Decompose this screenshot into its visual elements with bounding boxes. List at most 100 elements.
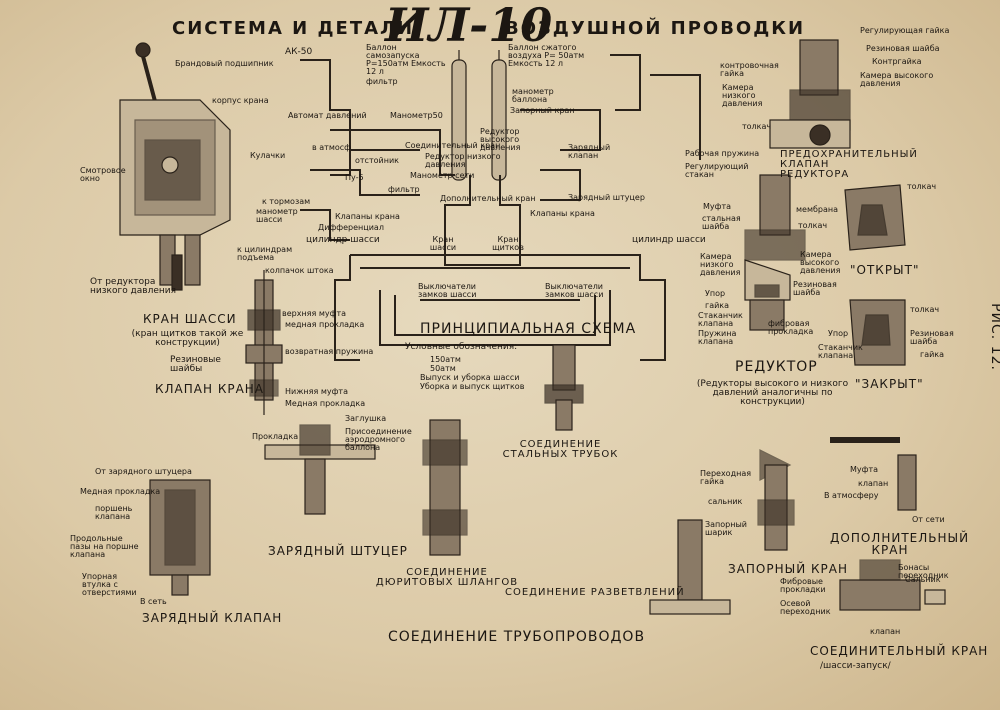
reducer-label: Рабочая пружина <box>685 149 760 158</box>
closed-title: "ЗАКРЫТ" <box>855 377 924 391</box>
safety-valve-label: Регулирующая гайка <box>860 26 950 35</box>
reducer-drawing <box>744 174 806 331</box>
charge-valve-label: Медная прокладка <box>80 487 161 496</box>
charge-valve-label: Продольные пазы на поршне клапана <box>70 534 139 559</box>
label-shutoff-valve: Запорный кран <box>510 106 575 115</box>
label-extra-valve: Дополнительный кран <box>440 194 536 203</box>
safety-valve-label: Камера низкого давления <box>722 83 763 108</box>
shutoff-label: Запорный шарик <box>705 520 747 537</box>
label-reducer-high: Редуктор высокого давления <box>480 127 521 152</box>
charge-fitting-label: Присоединение аэродромного баллона <box>345 427 412 452</box>
connect-crane-title: СОЕДИНИТЕЛЬНЫЙ КРАН <box>810 644 989 658</box>
chassis-crane-title: КРАН ШАССИ <box>143 312 237 326</box>
label-charge-valve: Зарядный клапан <box>568 143 611 160</box>
label-charge-fitting: Зарядный штуцер <box>568 193 645 202</box>
reducer-label: Регулирующий стакан <box>685 162 749 179</box>
connect-crane-label: Осевой переходник <box>780 599 831 616</box>
extra-crane-label: Муфта <box>850 465 879 474</box>
reducer-label: Пружина клапана <box>698 329 737 346</box>
legend-item: Выпуск и уборка шасси <box>420 373 520 382</box>
label-crane-flaps: Кран щитков <box>492 235 524 252</box>
title-hand: ИЛ-10 <box>385 0 553 52</box>
reducer-title: РЕДУКТОР <box>735 359 818 375</box>
safety-valve-label: Резиновая шайба <box>866 44 940 53</box>
label-cyl-chassis-right: цилиндр шасси <box>632 235 706 245</box>
label-filter2: фильтр <box>388 185 420 194</box>
valve-crane-label: Нижняя муфта <box>285 387 348 396</box>
branch-drawing <box>649 519 731 615</box>
valve-crane-label: возвратная пружина <box>285 347 374 356</box>
label-gun: Пу-5 <box>345 173 364 182</box>
charge-fitting-title: ЗАРЯДНЫЙ ШТУЦЕР <box>268 544 408 558</box>
connect-crane-subtitle: /шасси-запуск/ <box>820 661 891 671</box>
reducer-label: фибровая прокладка <box>768 319 814 336</box>
durite-title: СОЕДИНЕНИЕ ДЮРИТОВЫХ ШЛАНГОВ <box>375 567 519 588</box>
durite-drawing <box>422 419 468 556</box>
connect-crane-label: клапан <box>870 627 901 636</box>
label-manometer50: Манометр50 <box>390 111 443 120</box>
label-bottle-start: Баллон самозапуска Р=150атм Емкость 12 л <box>366 43 446 76</box>
reducer-label: Упор <box>705 289 726 298</box>
valve-crane-label: верхняя муфта <box>282 309 347 318</box>
open-label: толкач <box>907 182 937 191</box>
charge-fitting-label: Заглушка <box>345 414 387 423</box>
chassis-crane-label: корпус крана <box>212 96 269 105</box>
charge-valve-label: В сеть <box>140 597 167 606</box>
label-auto-pressure: Автомат давлений <box>288 111 367 120</box>
label-lock-left: Выключатели замков шасси <box>418 282 477 299</box>
label-crane-chassis: Кран шасси <box>429 235 457 252</box>
shutoff-label: Переходная гайка <box>700 469 752 486</box>
reducer-label: мембрана <box>796 205 839 214</box>
extra-crane-title: ДОПОЛНИТЕЛЬНЫЙ КРАН <box>830 531 970 557</box>
reducer-label: Резиновая шайба <box>793 280 837 297</box>
charge-valve-title: ЗАРЯДНЫЙ КЛАПАН <box>142 611 283 625</box>
chassis-crane-label: к цилиндрам подъема <box>237 245 293 262</box>
chassis-crane-label: Кулачки <box>250 151 286 160</box>
branch-title: СОЕДИНЕНИЕ РАЗВЕТВЛЕНИЙ <box>505 587 685 598</box>
charge-valve-label: От зарядного штуцера <box>95 467 192 476</box>
reducer-subtitle: (Редукторы высокого и низкого давлений а… <box>696 379 849 407</box>
safety-valve-label: толкач <box>742 122 772 131</box>
reducer-label: стальная шайба <box>702 214 741 231</box>
chassis-crane-label: Брандовый подшипник <box>175 59 274 68</box>
safety-valve-drawing <box>769 39 851 149</box>
steel-pipe-drawing <box>544 344 584 431</box>
label-gun-manometer: манометр шасси <box>256 207 298 224</box>
safety-valve-label: Контргайка <box>872 57 922 66</box>
charge-valve-label: Упорная втулка с отверстиями <box>82 572 137 597</box>
extra-crane-label: В атмосферу <box>824 491 879 500</box>
label-reducer-low: Редуктор низкого давления <box>425 152 501 169</box>
legend-item: Уборка и выпуск щитков <box>420 382 525 391</box>
label-filter1: фильтр <box>366 77 398 86</box>
open-closed-drawing <box>844 184 906 366</box>
label-to-brakes: к тормозам <box>262 197 311 206</box>
safety-valve-title: ПРЕДОХРАНИТЕЛЬНЫЙ КЛАПАН РЕДУКТОРА <box>780 149 918 180</box>
scheme-pipes <box>300 54 701 361</box>
reducer-label: Камера низкого давления <box>700 252 741 277</box>
reducer-label: гайка <box>705 301 730 310</box>
valve-crane-label: колпачок штока <box>265 266 334 275</box>
closed-label: Стаканчик клапана <box>818 343 863 360</box>
steel-pipe-title: СОЕДИНЕНИЕ СТАЛЬНЫХ ТРУБОК <box>502 439 619 460</box>
charge-fitting-drawing <box>264 424 376 515</box>
pressure-bottles <box>451 50 507 181</box>
extra-crane-label: клапан <box>858 479 889 488</box>
closed-label: Упор <box>828 329 849 338</box>
closed-label: гайка <box>920 350 945 359</box>
label-manometer-bottle: манометр баллона <box>512 87 554 104</box>
extra-crane-drawing <box>830 437 917 511</box>
safety-valve-label: контровочная гайка <box>720 61 779 78</box>
chassis-crane-subtitle: (кран щитков такой же конструкции) <box>131 329 244 348</box>
label-sludge: отстойник <box>355 156 399 165</box>
pipelines-title: СОЕДИНЕНИЕ ТРУБОПРОВОДОВ <box>388 629 646 645</box>
connect-crane-label: Фибровые прокладки <box>780 577 826 594</box>
chassis-crane-from-reducer: От редуктора низкого давления <box>90 277 177 296</box>
title-right: ВОЗДУШНОЙ ПРОВОДКИ <box>505 18 806 39</box>
connect-crane-label: Сальник <box>905 575 941 584</box>
reducer-label: Стаканчик клапана <box>698 311 743 328</box>
reducer-label: толкач <box>798 221 828 230</box>
label-crane-valves: Клапаны крана <box>335 212 400 221</box>
chassis-crane-drawing <box>119 42 231 291</box>
